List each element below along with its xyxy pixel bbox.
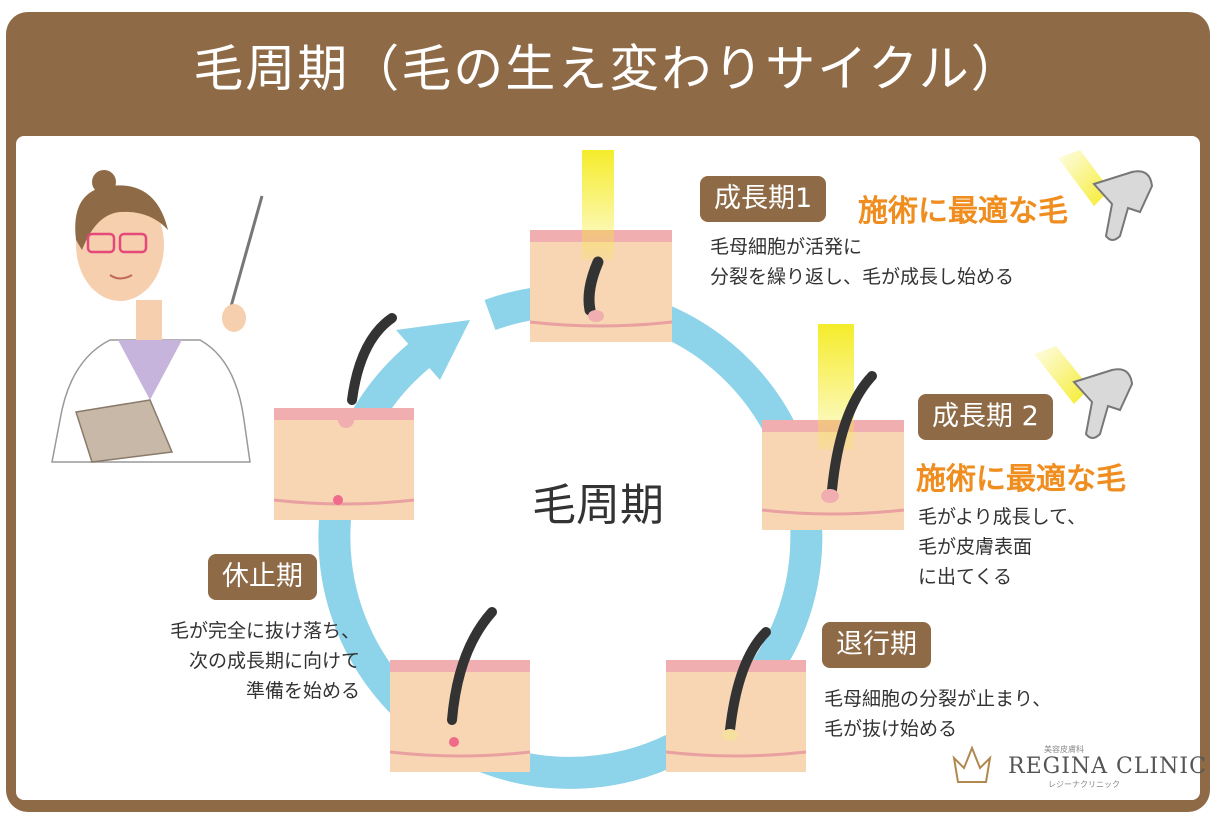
follicle-regression xyxy=(665,627,807,772)
description-growth2: 毛がより成長して、 毛が皮膚表面 に出てくる xyxy=(918,506,1087,588)
follicle-resting-bottom xyxy=(389,607,531,772)
follicle-resting-left xyxy=(273,313,415,520)
pointer-stick-icon xyxy=(228,195,264,311)
description-regression: 毛母細胞の分裂が止まり、 毛が抜け始める xyxy=(824,688,1052,740)
phase-label-growth2: 成長期 2 xyxy=(918,394,1053,440)
highlight-growth1: 施術に最適な毛 xyxy=(858,194,1068,229)
description-growth1: 毛母細胞が活発に 分裂を繰り返し、毛が成長し始める xyxy=(710,236,1015,288)
cycle-center-label: 毛周期 xyxy=(532,480,664,531)
phase-label-growth1: 成長期1 xyxy=(700,176,827,222)
doctor-illustration xyxy=(51,170,264,463)
follicle-growth1 xyxy=(529,150,673,342)
crown-logo-icon xyxy=(952,745,992,783)
highlight-growth2: 施術に最適な毛 xyxy=(916,462,1126,497)
page-title: 毛周期（毛の生え変わりサイクル） xyxy=(193,40,1023,98)
phase-label-regression: 退行期 xyxy=(822,622,931,668)
laser-device-icon xyxy=(1034,346,1134,439)
clipboard-icon xyxy=(75,399,174,463)
logo-subtitle: 美容皮膚科 xyxy=(1044,745,1084,754)
logo-kana: レジーナクリニック xyxy=(1048,780,1120,789)
follicle-growth2 xyxy=(761,324,905,530)
logo-name: REGINA CLINIC xyxy=(1008,754,1207,779)
description-resting: 毛が完全に抜け落ち、 次の成長期に向けて 準備を始める xyxy=(169,620,360,702)
clinic-logo: 美容皮膚科 REGINA CLINIC レジーナクリニック xyxy=(952,742,1206,792)
laser-device-icon xyxy=(1058,150,1154,241)
phase-label-resting: 休止期 xyxy=(208,554,317,600)
